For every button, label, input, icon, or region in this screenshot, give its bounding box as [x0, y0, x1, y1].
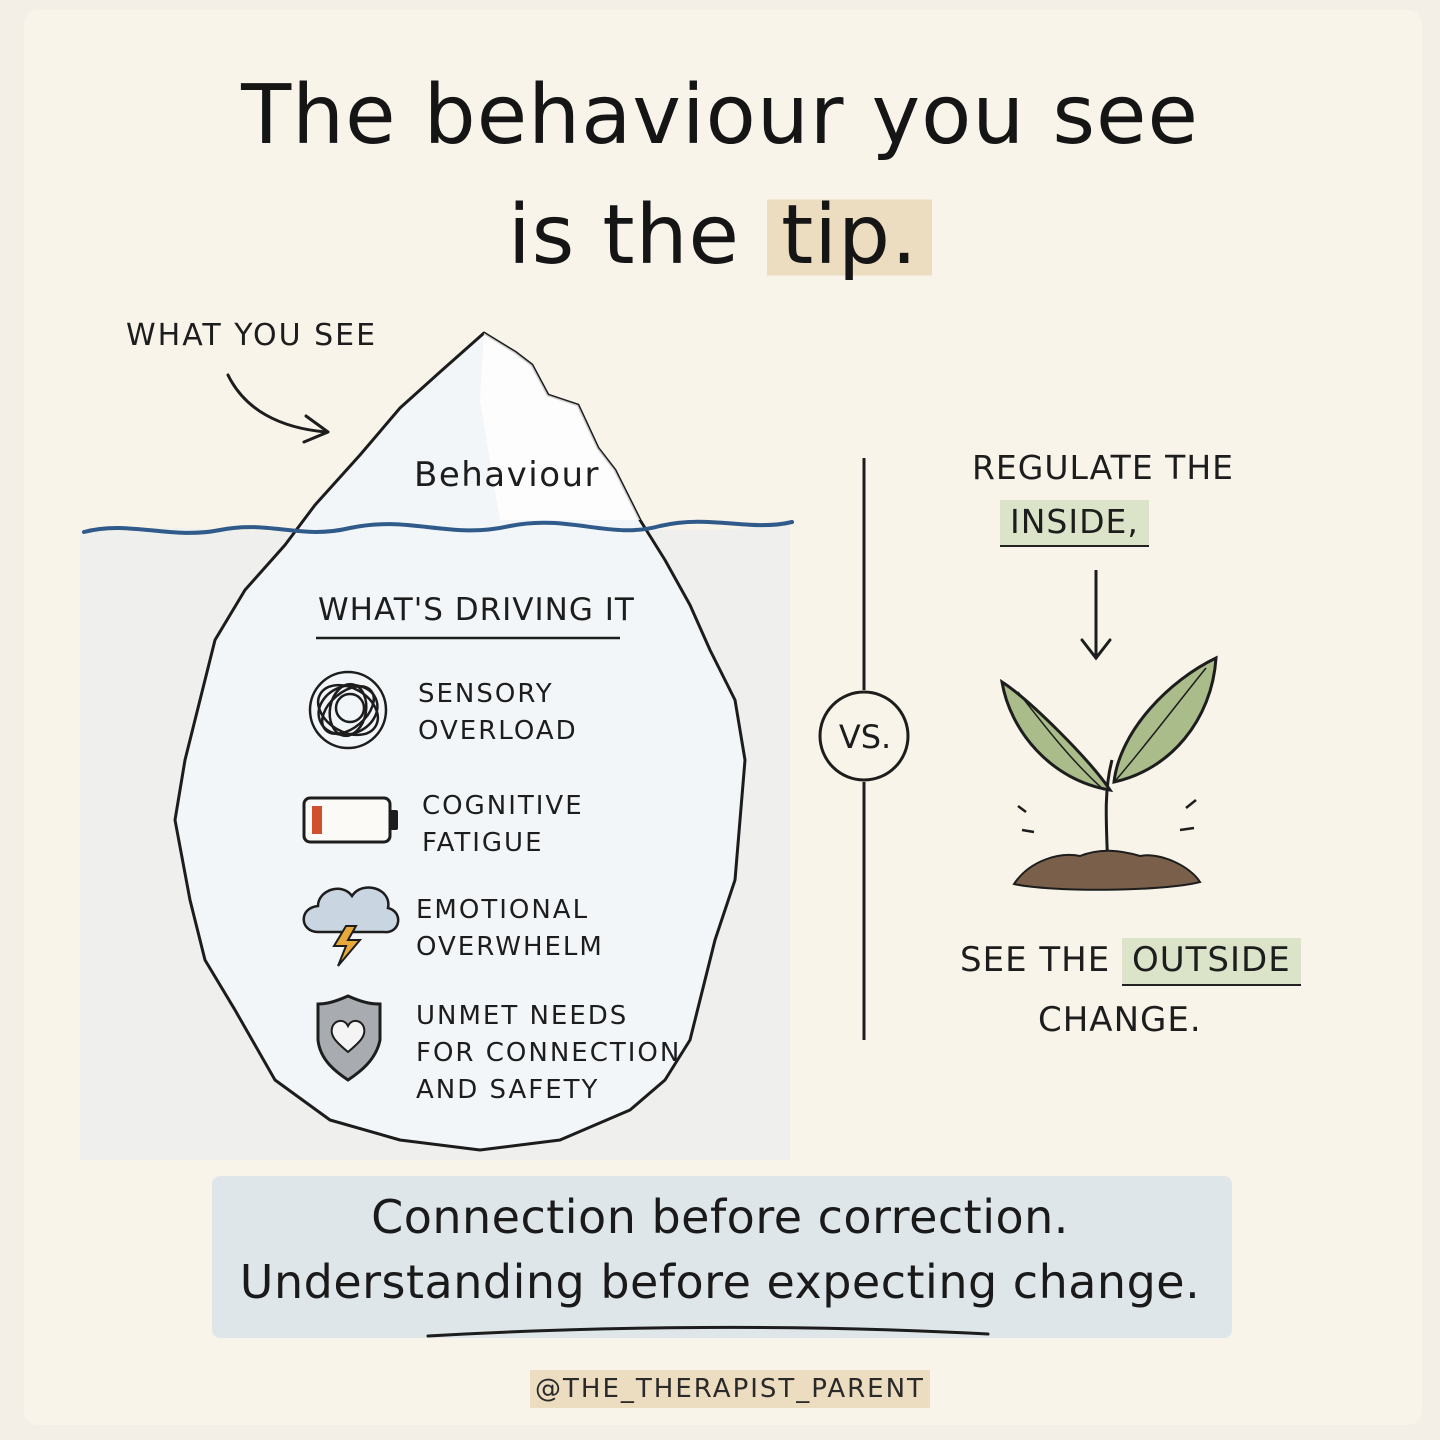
quote-underline [426, 1325, 990, 1338]
sprout-icon [999, 655, 1218, 891]
driver-line: FATIGUE [422, 828, 544, 858]
title-line-2-prefix: is the [507, 188, 768, 283]
driver-line: SENSORY [418, 679, 554, 709]
driver-emotional: EMOTIONAL OVERWHELM [416, 892, 604, 966]
regulate-line-2: INSIDE, [1000, 500, 1149, 547]
driver-cognitive: COGNITIVE FATIGUE [422, 788, 584, 862]
driver-sensory: SENSORY OVERLOAD [418, 676, 578, 750]
behaviour-label: Behaviour [414, 455, 601, 495]
driver-line: AND SAFETY [416, 1075, 600, 1105]
storm-cloud-icon [302, 886, 400, 967]
arrow-head [302, 414, 330, 444]
down-arrow-head [1080, 638, 1112, 661]
iceberg-tip-shade [480, 333, 640, 520]
what-you-see-label: WHAT YOU SEE [126, 318, 378, 353]
driving-heading: WHAT'S DRIVING IT [318, 592, 635, 628]
driver-line: UNMET NEEDS [416, 1001, 629, 1031]
low-battery-icon [302, 796, 398, 844]
title-line-2: is the tip. [0, 188, 1440, 283]
see-prefix: SEE THE [960, 940, 1122, 980]
regulate-line-1: REGULATE THE [972, 448, 1234, 487]
driver-line: OVERWHELM [416, 932, 604, 962]
vs-circle [818, 690, 910, 782]
driver-line: OVERLOAD [418, 716, 578, 746]
vs-label: VS. [838, 718, 892, 756]
heart-shield-icon [316, 994, 382, 1082]
driver-unmet-needs: UNMET NEEDS FOR CONNECTION AND SAFETY [416, 998, 681, 1109]
inside-highlight: INSIDE, [1000, 500, 1149, 547]
driver-line: EMOTIONAL [416, 895, 590, 925]
what-you-see-arrow [226, 373, 328, 434]
quote-line-2: Understanding before expecting change. [239, 1255, 1201, 1309]
author-handle[interactable]: @THE_THERAPIST_PARENT [530, 1370, 930, 1408]
title-line-1: The behaviour you see [241, 68, 1199, 163]
quote-line-1: Connection before correction. [371, 1190, 1069, 1244]
title-tip-highlight: tip. [767, 188, 933, 283]
see-line-2: CHANGE. [1038, 1000, 1202, 1040]
water-line [82, 519, 794, 535]
scribble-ball-icon [308, 670, 388, 750]
driver-line: FOR CONNECTION [416, 1038, 682, 1068]
driver-line: COGNITIVE [422, 791, 584, 821]
outside-highlight: OUTSIDE [1121, 938, 1301, 986]
see-line-1: SEE THE OUTSIDE [960, 938, 1301, 986]
quote-band [212, 1176, 1232, 1338]
